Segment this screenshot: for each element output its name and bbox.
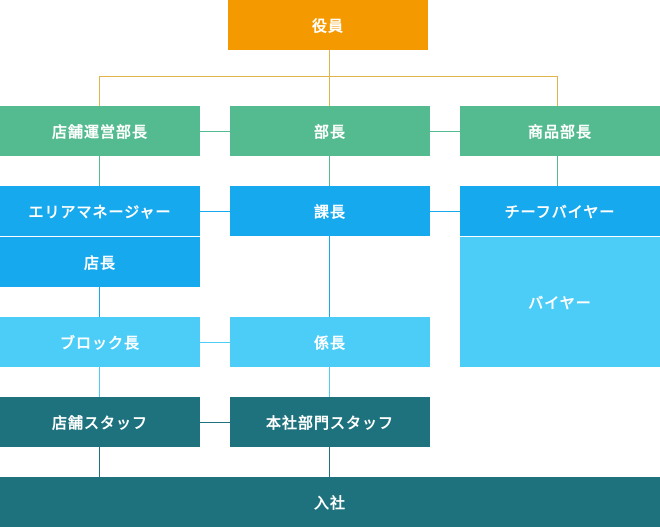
- node-store-ops-manager: 店舗運営部長: [0, 106, 200, 156]
- node-head-office-staff: 本社部門スタッフ: [230, 397, 430, 447]
- connector-right-v1: [557, 156, 558, 186]
- node-chief-buyer: チーフバイヤー: [460, 186, 660, 236]
- node-area-manager: エリアマネージャー: [0, 186, 200, 236]
- node-executive: 役員: [228, 0, 428, 50]
- node-subsection-chief: 係長: [230, 317, 430, 367]
- node-entry: 入社: [0, 477, 660, 527]
- connector-center-v2: [329, 236, 330, 317]
- connector-left-v3: [99, 367, 100, 397]
- connector-left-v2: [99, 287, 100, 317]
- connector-left-v4: [99, 447, 100, 477]
- node-section-chief: 課長: [230, 186, 430, 236]
- connector-center-v1: [329, 156, 330, 186]
- connector-center-v4: [329, 447, 330, 477]
- connector-manager-row-right: [430, 131, 460, 132]
- connector-mid-row-right: [430, 211, 460, 212]
- connector-left-v1: [99, 156, 100, 186]
- connector-executive-left-drop: [99, 76, 100, 106]
- connector-executive-horizontal: [99, 76, 558, 77]
- connector-center-v3: [329, 367, 330, 397]
- connector-executive-center-drop: [329, 76, 330, 106]
- node-department-manager: 部長: [230, 106, 430, 156]
- node-store-staff: 店舗スタッフ: [0, 397, 200, 447]
- connector-executive-down: [329, 50, 330, 77]
- connector-block-row: [200, 342, 230, 343]
- node-merchandise-manager: 商品部長: [460, 106, 660, 156]
- connector-mid-row-left: [200, 211, 230, 212]
- connector-staff-row: [200, 422, 230, 423]
- node-store-manager: 店長: [0, 237, 200, 287]
- node-block-manager: ブロック長: [0, 317, 200, 367]
- connector-manager-row-left: [200, 131, 230, 132]
- connector-executive-right-drop: [557, 76, 558, 106]
- node-buyer: バイヤー: [460, 237, 660, 367]
